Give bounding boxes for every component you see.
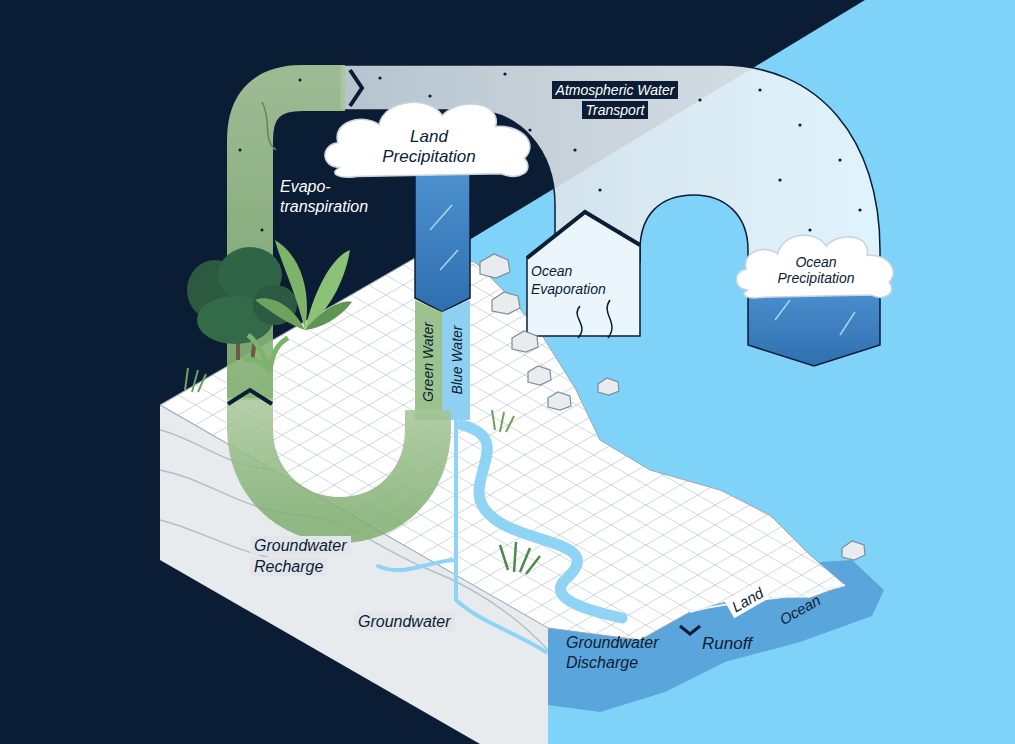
cloud-node: Ocean Precipitation (731, 225, 901, 301)
flow-label: Groundwater (354, 611, 494, 632)
flow-label: Runoff (702, 634, 782, 654)
flow-label-text: Groundwater Discharge (566, 634, 659, 671)
flow-label-text: Groundwater Recharge (250, 536, 351, 576)
flow-label: Evapo- transpiration (280, 177, 395, 217)
flow-label-text: Evapo- transpiration (280, 178, 368, 215)
flow-label: Ocean Evaporation (531, 262, 631, 298)
flow-label-text: Runoff (702, 634, 752, 653)
cloud-node: Land Precipitation (318, 90, 540, 181)
flow-label: Atmospheric Water Transport (535, 80, 695, 120)
flow-label-text: Ocean Evaporation (531, 263, 606, 297)
flow-label-text: Green Water (420, 322, 436, 402)
cloud-label: Land Precipitation (364, 127, 494, 166)
flow-label: Blue Water (447, 326, 465, 395)
flow-label-text: Atmospheric Water Transport (552, 81, 679, 119)
flow-label-text: Groundwater (354, 612, 455, 631)
plants (185, 240, 540, 574)
flow-label-text: Blue Water (448, 326, 464, 395)
flow-label: Green Water (419, 322, 437, 402)
cloud-label: Ocean Precipitation (766, 254, 866, 286)
flow-label: Groundwater Recharge (250, 535, 375, 577)
flow-label: Groundwater Discharge (566, 633, 696, 673)
